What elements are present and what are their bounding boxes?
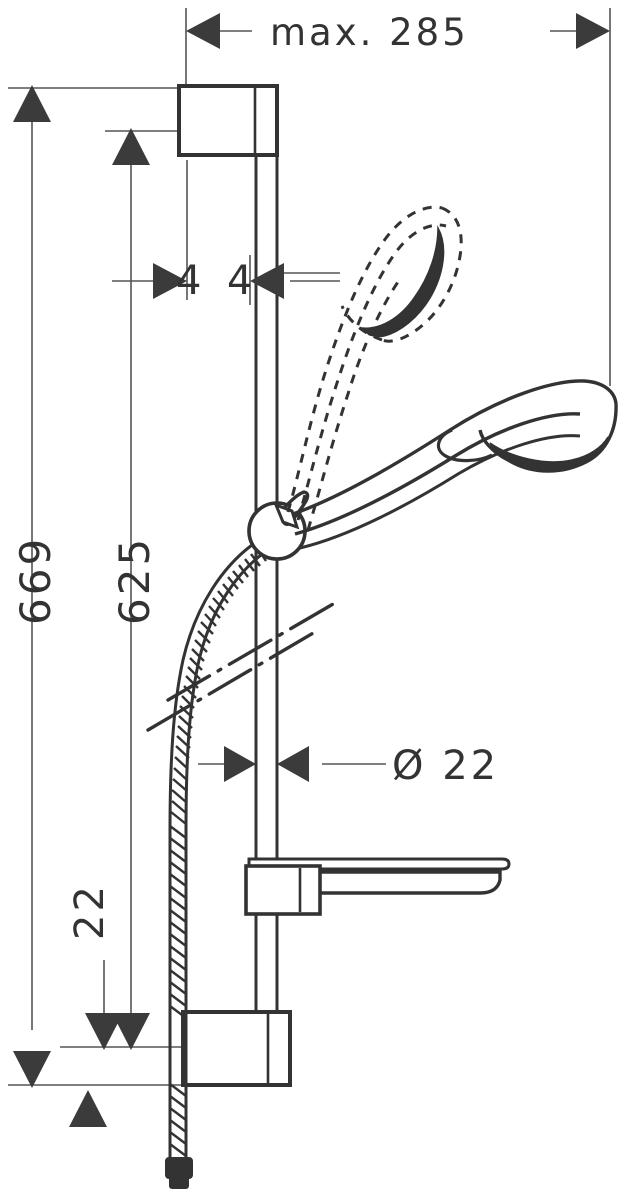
hand-shower-upper-position — [286, 205, 463, 531]
arrow-22-up — [69, 1090, 107, 1127]
soap-dish — [244, 857, 511, 916]
dimension-arrowheads — [13, 13, 610, 1127]
arrow-44-left — [153, 263, 187, 299]
dimension-label-44-right: 4 — [227, 258, 255, 304]
arrow-44-right — [250, 263, 284, 299]
arrow-625-up — [112, 128, 150, 165]
arrow-669-down — [13, 1051, 51, 1088]
hose-coils-straight — [169, 825, 187, 1157]
lower-wall-bracket — [181, 1010, 292, 1087]
upper-wall-bracket — [177, 84, 279, 157]
arrow-dia-right — [277, 746, 309, 782]
dimension-label-22: 22 — [67, 883, 113, 940]
hand-shower-lower-position — [273, 379, 618, 550]
dimension-label-625: 625 — [110, 536, 159, 625]
break-line-lower — [146, 630, 317, 732]
hose-connector-nut — [165, 1157, 193, 1189]
arrow-625-down — [112, 1013, 150, 1050]
arrow-669-up — [13, 85, 51, 122]
arrow-dia-left — [224, 746, 256, 782]
break-lines — [146, 598, 342, 732]
dimension-label-44-left: 4 — [176, 258, 204, 304]
extension-lines — [8, 8, 611, 1086]
shower-hose — [165, 543, 267, 1189]
arrow-22-down — [85, 1013, 123, 1050]
hand-shower-upper-shading — [360, 225, 445, 338]
dimension-label-669: 669 — [11, 536, 60, 625]
arrow-285-left — [186, 13, 220, 49]
dimension-label-max-285: max. 285 — [270, 11, 469, 54]
hose-coils-curve — [170, 548, 267, 825]
arrow-285-right — [576, 13, 610, 49]
break-line-upper — [166, 598, 342, 702]
dimension-label-diameter-22: Ø 22 — [392, 743, 499, 789]
